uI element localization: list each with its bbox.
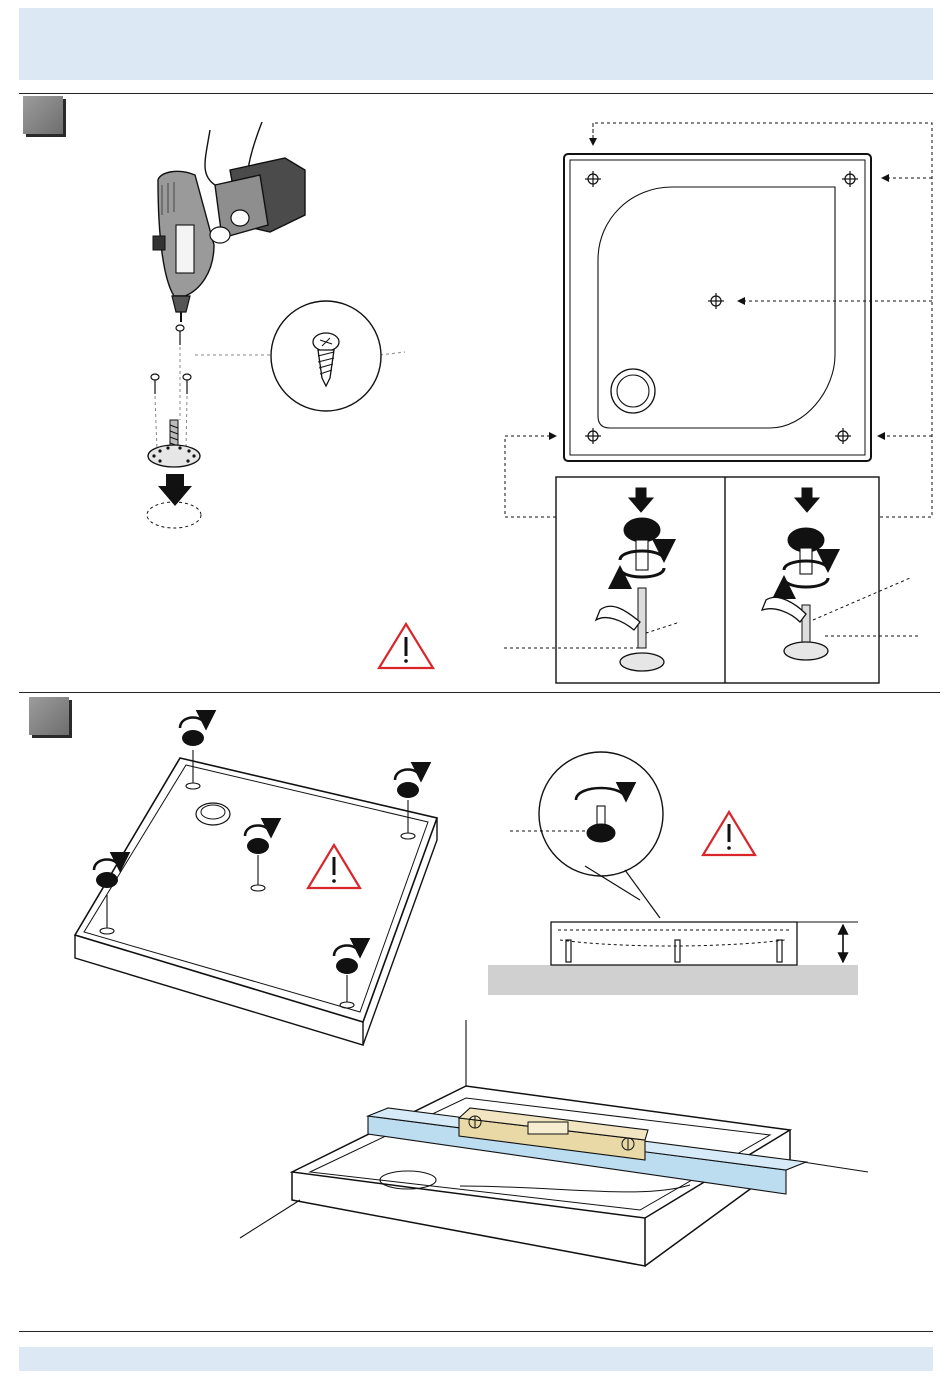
tray-underside-view [75,718,437,1046]
warning-icon [379,624,433,668]
drill-icon [153,122,305,322]
screws [151,325,191,394]
foot-adjust-detail [556,477,879,683]
warning-icon-3 [703,812,755,855]
tray-side-view [488,752,858,995]
tray-top-view [564,154,871,461]
screw-detail-icon [271,301,381,411]
foot-plate-icon [147,420,201,528]
